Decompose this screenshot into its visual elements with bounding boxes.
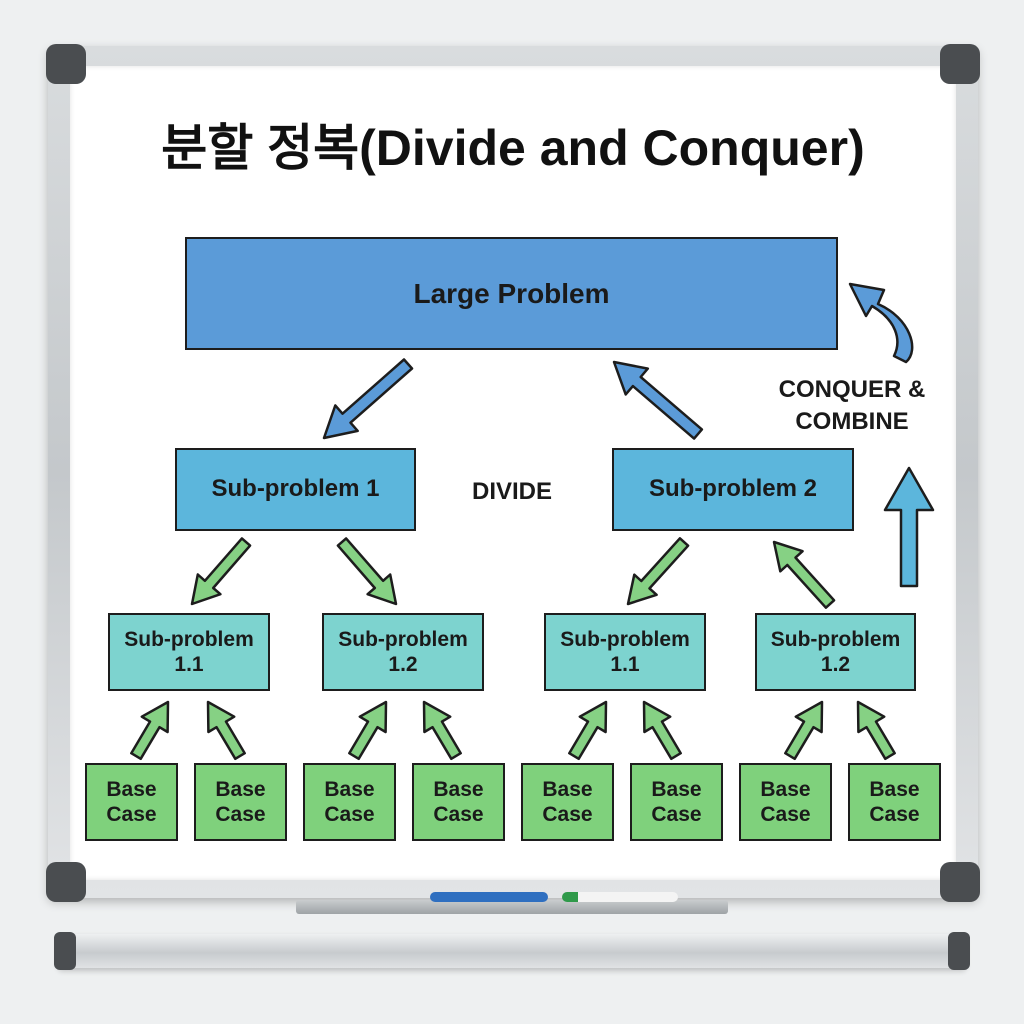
base-case-box: Base Case [521,763,614,841]
conquer-arrow-icon [772,540,836,609]
divide-arrow-icon [626,537,690,606]
base-case-box: Base Case [194,763,287,841]
combine-arrow-icon [856,700,896,761]
divide-arrow-icon [336,537,398,606]
conquer-combine-label: CONQUER & COMBINE [754,374,950,439]
divide-arrow-icon [322,358,414,440]
green-marker[interactable] [562,892,678,902]
large-problem-box: Large Problem [185,237,838,350]
base-case-line2: Case [760,803,811,826]
base-case-box: Base Case [848,763,941,841]
combine-arrow-icon [784,700,824,761]
base-case-line1: Base [651,777,702,801]
divide-label: DIVIDE [471,478,552,505]
base-case-line2: Case [542,803,593,826]
sub-problem-1-1-line2: 1.1 [174,653,204,676]
combine-arrow-icon [568,700,608,761]
base-case-line1: Base [106,777,157,801]
base-case-box: Base Case [630,763,723,841]
base-case-line2: Case [651,803,702,826]
base-case-box: Base Case [412,763,505,841]
base-case-line2: Case [869,803,920,826]
base-case-line2: Case [433,803,484,826]
sub-problem-1-label: Sub-problem 1 [211,475,380,503]
combine-arrow-icon [206,700,246,761]
sub-problem-2-box: Sub-problem 2 [612,448,854,531]
combine-arrow-icon [130,700,170,761]
frame-corner-bottom-left [46,862,86,902]
base-case-line1: Base [760,777,811,801]
sub-problem-2-label: Sub-problem 2 [648,475,817,503]
sub-problem-2-1-box: Sub-problem 1.1 [544,613,706,691]
sub-problem-2-1-line2: 1.1 [610,653,640,676]
sub-problem-1-2-box: Sub-problem 1.2 [322,613,484,691]
sub-problem-1-2-line2: 1.2 [388,653,418,676]
combine-arrow-icon [422,700,462,761]
base-case-line1: Base [869,777,920,801]
sub-problem-2-1-line1: Sub-problem [560,627,690,651]
combine-arrow-icon [348,700,388,761]
marker-tray [296,900,728,914]
base-case-line1: Base [324,777,375,801]
base-case-line1: Base [215,777,266,801]
conquer-up-arrow-icon [883,466,935,588]
base-case-line2: Case [215,803,266,826]
base-case-box: Base Case [303,763,396,841]
sub-problem-2-2-box: Sub-problem 1.2 [755,613,916,691]
base-case-box: Base Case [739,763,832,841]
divide-arrow-icon [190,537,252,606]
sub-problem-1-1-line1: Sub-problem [124,627,254,651]
base-case-box: Base Case [85,763,178,841]
sub-problem-2-2-line2: 1.2 [820,653,851,676]
conquer-arrow-icon [612,360,704,440]
base-case-line2: Case [324,803,375,826]
curved-combine-arrow-icon [848,282,914,364]
conquer-line1: CONQUER & [778,376,926,403]
frame-corner-bottom-right [940,862,980,902]
sub-problem-1-box: Sub-problem 1 [175,448,416,531]
base-case-line1: Base [542,777,593,801]
combine-arrow-icon [642,700,682,761]
page-title: 분할 정복(Divide and Conquer) [161,120,865,176]
conquer-line2: COMBINE [795,408,909,436]
rail-cap-right [948,932,970,970]
sub-problem-1-1-box: Sub-problem 1.1 [108,613,270,691]
frame-corner-top-right [940,44,980,84]
lower-rail [58,934,966,968]
large-problem-label: Large Problem [413,277,610,309]
blue-marker[interactable] [430,892,548,902]
sub-problem-1-2-line1: Sub-problem [338,627,468,651]
frame-corner-top-left [46,44,86,84]
base-case-line2: Case [106,803,157,826]
base-case-line1: Base [433,777,484,801]
rail-cap-left [54,932,76,970]
sub-problem-2-2-line1: Sub-problem [770,627,901,651]
